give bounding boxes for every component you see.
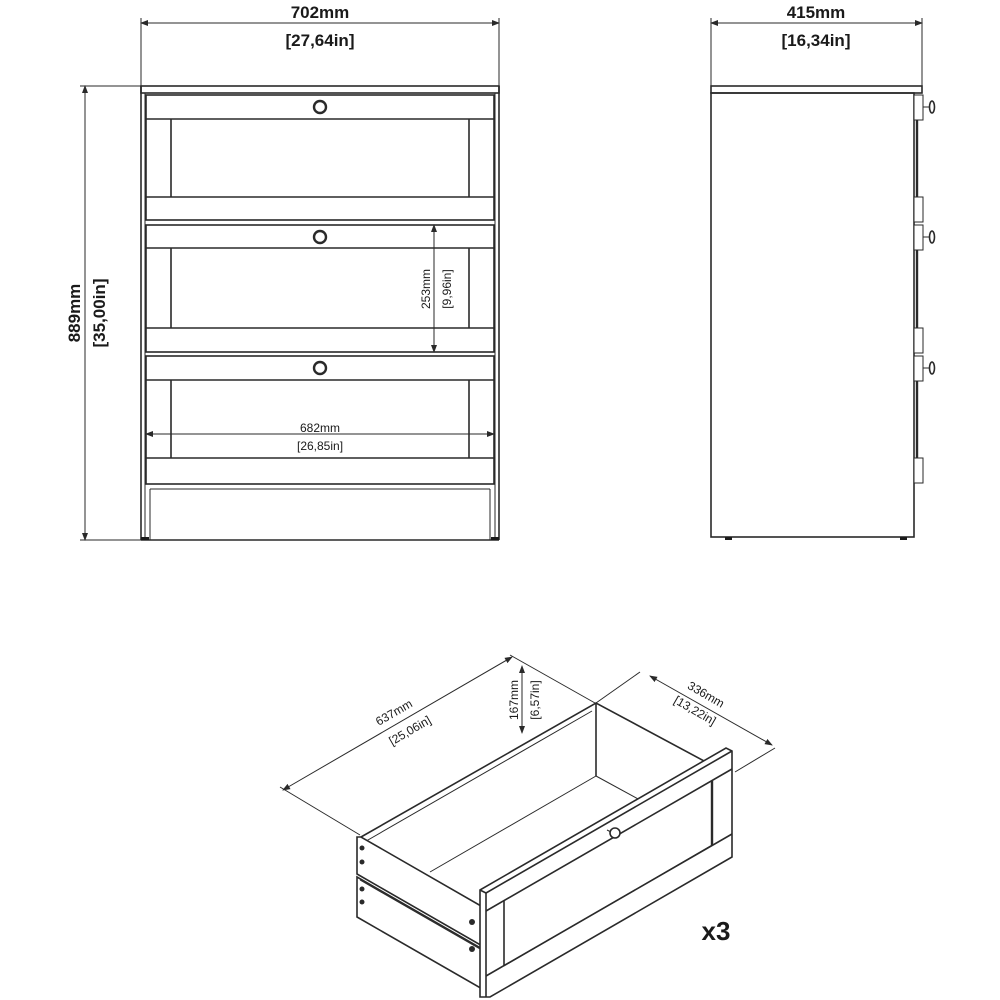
drawer-box-height-in: [6,57in] <box>528 680 542 719</box>
drawer-isometric-view <box>279 654 776 998</box>
drawer-side-profile-1 <box>913 94 936 223</box>
knob-icon <box>312 99 328 115</box>
front-height-in: [35,00in] <box>90 279 109 348</box>
knob-icon <box>609 827 621 839</box>
front-width-in: [27,64in] <box>286 31 355 50</box>
knob-icon <box>928 361 936 375</box>
knob-icon <box>312 229 328 245</box>
front-view <box>80 18 500 541</box>
side-view <box>710 18 936 540</box>
drawer-height-mm: 253mm <box>419 269 433 309</box>
drawer-front-3 <box>145 355 495 485</box>
drawer-height-in: [9,96in] <box>440 269 454 308</box>
knob-icon <box>928 100 936 114</box>
inner-width-in: [26,85in] <box>297 439 343 453</box>
knob-icon <box>312 360 328 376</box>
drawer-front-1 <box>145 94 495 221</box>
drawer-depth-dimension-line <box>649 675 773 746</box>
inner-width-mm: 682mm <box>300 421 340 435</box>
drawer-side-profile-3 <box>913 355 936 484</box>
quantity-label: x3 <box>702 916 731 946</box>
front-width-mm: 702mm <box>291 3 350 22</box>
front-height-mm: 889mm <box>65 284 84 343</box>
knob-icon <box>928 230 936 244</box>
drawer-side-profile-2 <box>913 224 936 354</box>
side-depth-mm: 415mm <box>787 3 846 22</box>
side-depth-in: [16,34in] <box>782 31 851 50</box>
drawer-length-dimension-line <box>282 656 513 791</box>
drawer-box-height-mm: 167mm <box>507 680 521 720</box>
